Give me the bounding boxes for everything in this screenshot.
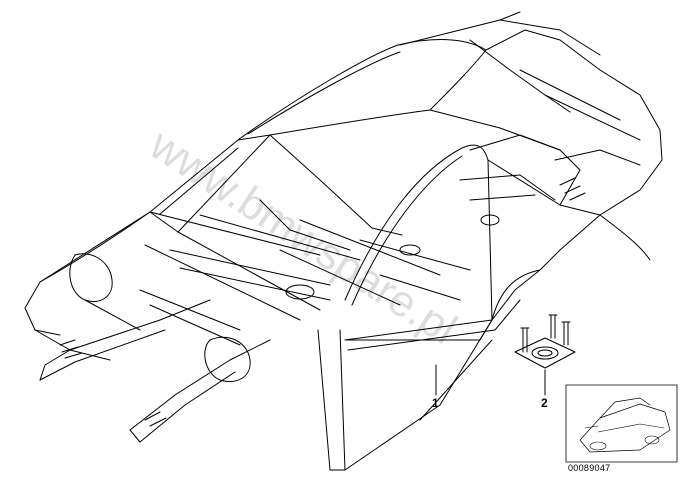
callout-1: 1 xyxy=(432,396,439,410)
mounting-plate-with-studs xyxy=(514,314,576,369)
vehicle-thumbnail xyxy=(565,384,678,463)
thumbnail-part-number: 00089047 xyxy=(568,463,611,473)
car-body-shell xyxy=(24,11,663,471)
callout-2: 2 xyxy=(541,396,548,410)
